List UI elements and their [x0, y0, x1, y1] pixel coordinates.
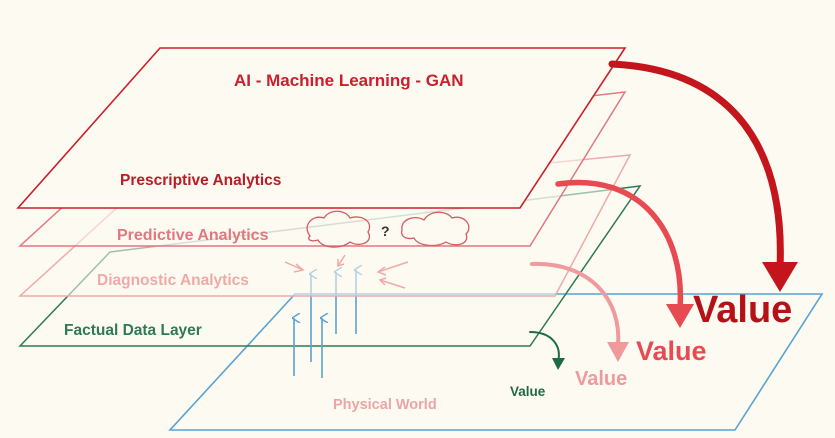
value-label-prescriptive: Value: [636, 336, 707, 366]
layer-label-diagnostic: Diagnostic Analytics: [97, 272, 249, 289]
cloud-icon-left: [306, 210, 371, 248]
diag-arrow: [378, 277, 406, 289]
physical-world-plane: [168, 293, 824, 431]
diagnostic-arrows: [284, 254, 409, 289]
cloud-icon-right: [400, 211, 470, 247]
value-label-predictive: Value: [575, 368, 627, 390]
value-arrow-predictive: [530, 261, 621, 348]
layer-label-physical: Physical World: [333, 397, 437, 413]
value-label-ai: Value: [693, 289, 792, 331]
layer-label-factual: Factual Data Layer: [64, 322, 202, 339]
ai-prescriptive-plane: [16, 47, 627, 209]
layer-label-prescriptive: Prescriptive Analytics: [120, 172, 281, 189]
diag-arrow: [284, 261, 305, 273]
value-arrow-ai-head: [762, 262, 798, 292]
value-label-factual: Value: [510, 384, 546, 399]
value-arrow-prescriptive-head: [666, 304, 694, 328]
question-mark: ?: [381, 223, 390, 239]
layer-label-ai: AI - Machine Learning - GAN: [234, 71, 464, 90]
value-arrow-prescriptive: [555, 179, 684, 311]
layer-label-predictive: Predictive Analytics: [117, 227, 269, 244]
value-arrow-predictive-head: [607, 342, 629, 362]
value-arrow-factual-head: [552, 358, 565, 370]
cloud-doodles: [306, 210, 470, 248]
value-arrows: [529, 60, 798, 370]
value-arrow-ai: [608, 60, 784, 272]
diag-arrow: [376, 261, 409, 276]
diag-arrow: [337, 254, 346, 268]
